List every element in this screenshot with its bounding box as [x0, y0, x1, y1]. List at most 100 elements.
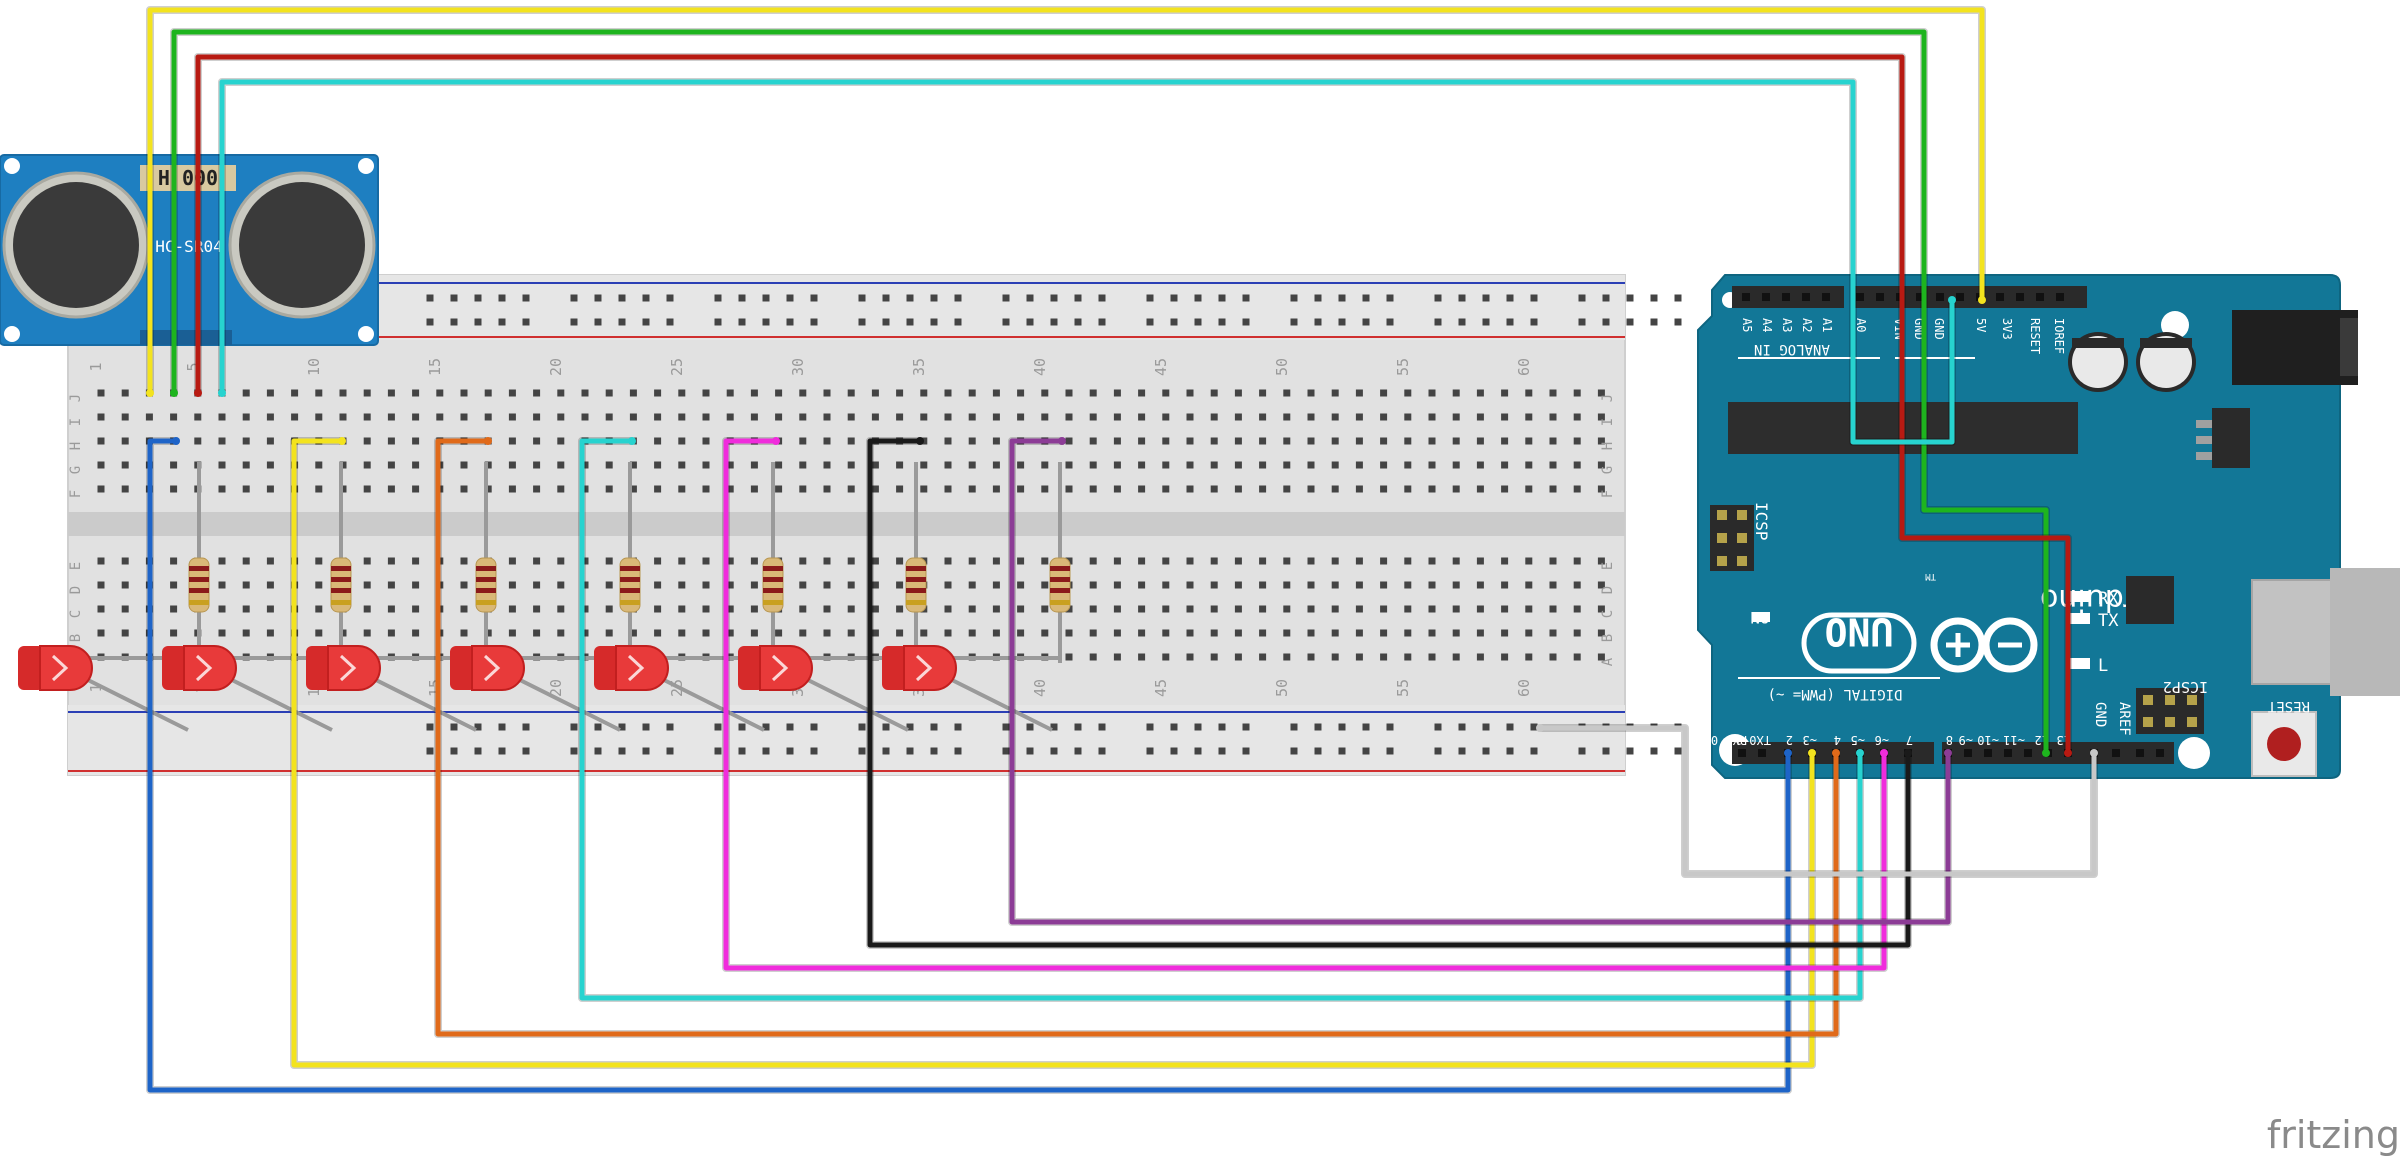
rail-hole: [1050, 723, 1058, 731]
breadboard-hole: [799, 413, 807, 421]
rail-hole: [1002, 723, 1010, 731]
breadboard-hole: [968, 461, 976, 469]
rail-hole: [1146, 747, 1154, 755]
rail-hole: [1578, 294, 1586, 302]
breadboard-hole: [1573, 605, 1581, 613]
breadboard-hole: [266, 437, 274, 445]
fritzing-watermark: fritzing: [2267, 1113, 2400, 1157]
arduino-board: [1697, 274, 2341, 779]
rail-hole: [1482, 747, 1490, 755]
breadboard-hole: [1162, 653, 1170, 661]
breadboard-hole: [533, 389, 541, 397]
rail-hole: [858, 318, 866, 326]
breadboard-hole: [1307, 581, 1315, 589]
breadboard-hole: [1259, 557, 1267, 565]
rail-hole: [954, 318, 962, 326]
row-letter: F: [68, 490, 84, 498]
breadboard-hole: [629, 629, 637, 637]
rail-hole: [1386, 294, 1394, 302]
rail-hole: [1530, 723, 1538, 731]
resistor: [905, 462, 927, 663]
breadboard-hole: [896, 605, 904, 613]
breadboard-hole: [1380, 629, 1388, 637]
header-label: A4: [1760, 318, 1774, 332]
breadboard-hole: [1597, 629, 1605, 637]
breadboard-hole: [533, 437, 541, 445]
rail-hole: [1482, 723, 1490, 731]
rail-hole: [906, 294, 914, 302]
breadboard-hole: [1210, 605, 1218, 613]
column-number: 20: [547, 679, 565, 697]
breadboard-hole: [750, 581, 758, 589]
breadboard-hole: [992, 437, 1000, 445]
breadboard-hole: [750, 461, 758, 469]
breadboard-hole: [823, 389, 831, 397]
led: [306, 645, 486, 732]
uno-logo: [1801, 612, 1917, 674]
breadboard-hole: [1210, 653, 1218, 661]
rail-hole: [450, 318, 458, 326]
breadboard-hole: [97, 557, 105, 565]
rail-hole: [1386, 723, 1394, 731]
rail-hole: [1338, 294, 1346, 302]
breadboard-hole: [508, 605, 516, 613]
breadboard-hole: [1573, 485, 1581, 493]
breadboard-hole: [1283, 389, 1291, 397]
breadboard-hole: [1162, 389, 1170, 397]
breadboard-hole: [1234, 605, 1242, 613]
breadboard-hole: [1428, 629, 1436, 637]
wire-cyan-led4-end: [628, 437, 636, 445]
rail-hole: [666, 294, 674, 302]
breadboard-hole: [702, 413, 710, 421]
breadboard-hole: [508, 461, 516, 469]
breadboard-hole: [266, 605, 274, 613]
header-label: 2: [1786, 733, 1793, 747]
breadboard-hole: [1283, 485, 1291, 493]
breadboard-hole: [1259, 389, 1267, 397]
column-number: 25: [668, 358, 686, 376]
breadboard-hole: [1234, 581, 1242, 589]
breadboard-hole: [750, 629, 758, 637]
breadboard-hole: [1380, 581, 1388, 589]
rail-hole: [1194, 318, 1202, 326]
row-letter: C: [1600, 610, 1616, 618]
breadboard-hole: [1017, 605, 1025, 613]
breadboard-hole: [97, 389, 105, 397]
breadboard-hole: [121, 485, 129, 493]
rail-hole: [786, 747, 794, 755]
breadboard-hole: [242, 389, 250, 397]
breadboard-hole: [387, 557, 395, 565]
wire-black-led6-end: [916, 437, 924, 445]
breadboard-hole: [1259, 485, 1267, 493]
rail-hole: [1362, 747, 1370, 755]
breadboard-hole: [1428, 485, 1436, 493]
breadboard-hole: [992, 389, 1000, 397]
breadboard-hole: [823, 413, 831, 421]
breadboard-hole: [315, 413, 323, 421]
breadboard-hole: [557, 461, 565, 469]
resistor: [330, 462, 352, 663]
breadboard-hole: [1259, 581, 1267, 589]
breadboard-hole: [460, 581, 468, 589]
breadboard-hole: [1501, 413, 1509, 421]
breadboard-hole: [1283, 605, 1291, 613]
breadboard-hole: [315, 557, 323, 565]
breadboard-hole: [1259, 629, 1267, 637]
rail-hole: [738, 723, 746, 731]
wire-purple-led7: [1009, 438, 1951, 925]
breadboard-hole: [1501, 581, 1509, 589]
wire-black-led6-end: [1904, 749, 1912, 757]
breadboard-hole: [412, 581, 420, 589]
rail-hole: [1290, 294, 1298, 302]
rail-hole: [642, 723, 650, 731]
led: [594, 645, 774, 732]
breadboard-hole: [218, 581, 226, 589]
icsp-pin: [1717, 533, 1727, 543]
row-letter: H: [1600, 442, 1616, 450]
rail-hole: [498, 747, 506, 755]
breadboard-hole: [1549, 605, 1557, 613]
breadboard-hole: [775, 413, 783, 421]
breadboard-hole: [1428, 461, 1436, 469]
breadboard-hole: [242, 605, 250, 613]
header-label: ~6: [1875, 733, 1889, 747]
